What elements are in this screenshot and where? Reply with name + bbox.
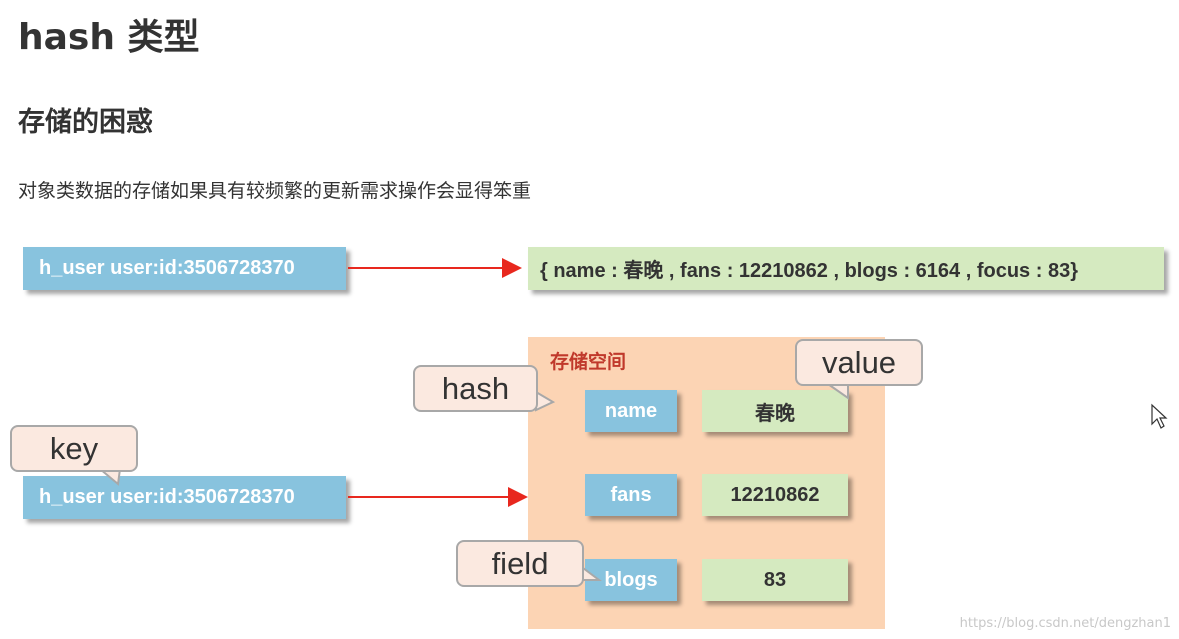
callout-hash: hash <box>413 365 538 412</box>
page-title: hash 类型 <box>18 17 200 58</box>
hash-value-fans: 12210862 <box>702 474 848 516</box>
callout-field: field <box>456 540 584 587</box>
watermark: https://blog.csdn.net/dengzhan1 <box>959 616 1171 631</box>
callout-key: key <box>10 425 138 472</box>
hash-value-name: 春晚 <box>702 390 848 432</box>
value-box-top: { name : 春晚 , fans : 12210862 , blogs : … <box>528 247 1164 290</box>
hash-field-name: name <box>585 390 677 432</box>
storage-space-label: 存储空间 <box>550 351 627 373</box>
description-text: 对象类数据的存储如果具有较频繁的更新需求操作会显得笨重 <box>18 180 532 202</box>
callout-tail-hash <box>535 390 556 412</box>
section-title: 存储的困惑 <box>18 107 153 138</box>
key-box-bottom: h_user user:id:3506728370 <box>23 476 346 519</box>
hash-field-fans: fans <box>585 474 677 516</box>
mouse-cursor-icon <box>1151 403 1168 429</box>
hash-value-blogs: 83 <box>702 559 848 601</box>
callout-value: value <box>795 339 923 386</box>
callout-tail-value <box>824 383 849 400</box>
key-box-top: h_user user:id:3506728370 <box>23 247 346 290</box>
callout-tail-field <box>582 566 602 581</box>
